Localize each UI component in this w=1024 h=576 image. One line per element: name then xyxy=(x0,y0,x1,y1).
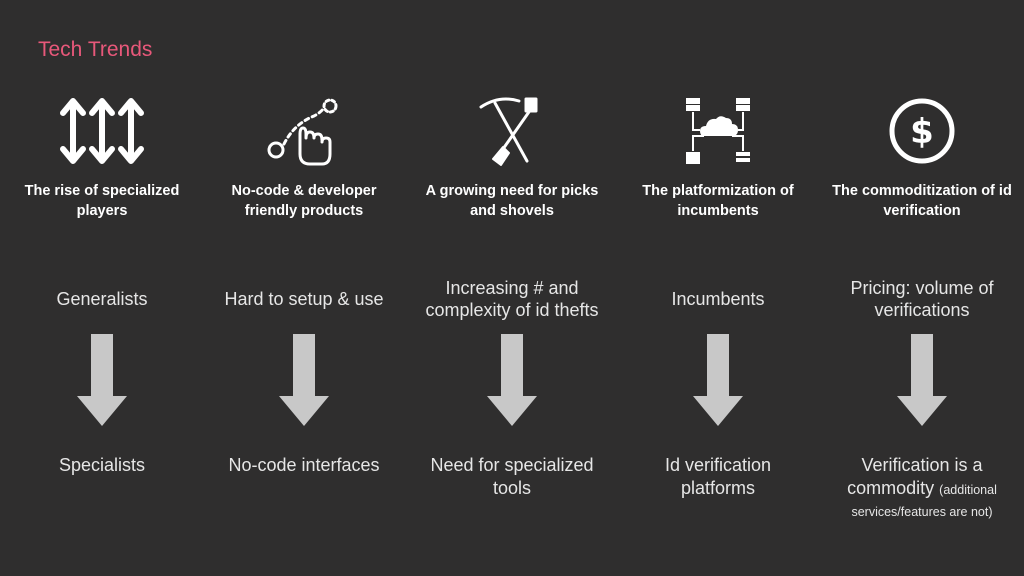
trend-column: No-code & developer friendly products Ha… xyxy=(212,0,396,576)
vertical-arrows-icon xyxy=(58,92,146,170)
down-arrow-icon xyxy=(897,334,947,426)
trend-heading: The commoditization of id verification xyxy=(832,183,1012,219)
down-arrow-icon xyxy=(77,334,127,426)
down-arrow-icon xyxy=(279,334,329,426)
trend-column: The rise of specialized players Generali… xyxy=(10,0,194,576)
trend-from: Increasing # and complexity of id thefts xyxy=(425,277,599,321)
trend-from: Hard to setup & use xyxy=(224,288,384,309)
trend-column: $ The commoditization of id verification… xyxy=(824,0,1020,576)
trend-column: A growing need for picks and shovels Inc… xyxy=(414,0,610,576)
trend-to: Specialists xyxy=(58,455,146,475)
pick-and-shovel-icon xyxy=(468,92,556,170)
trend-from: Incumbents xyxy=(671,288,765,309)
trend-from: Generalists xyxy=(56,288,148,309)
trend-to-note: (additional services/features are not) xyxy=(851,482,997,520)
slide-title: Tech Trends xyxy=(38,38,153,61)
trend-to: No-code interfaces xyxy=(228,455,380,475)
trend-to: Need for specialized tools xyxy=(430,455,594,498)
tap-path-icon xyxy=(260,92,348,170)
down-arrow-icon xyxy=(693,334,743,426)
down-arrow-icon xyxy=(487,334,537,426)
trend-to: Id verification platforms xyxy=(664,455,772,498)
trend-heading: The platformization of incumbents xyxy=(642,183,794,219)
trend-heading: No-code & developer friendly products xyxy=(231,183,377,219)
trend-column: The platformization of incumbents Incumb… xyxy=(626,0,810,576)
trend-to: Verification is a commodity (additional … xyxy=(847,455,997,520)
cloud-network-icon xyxy=(674,92,762,170)
dollar-coin-icon: $ xyxy=(878,92,966,170)
trend-heading: A growing need for picks and shovels xyxy=(425,183,599,219)
svg-text:$: $ xyxy=(910,112,934,152)
trend-heading: The rise of specialized players xyxy=(24,183,180,219)
trend-from: Pricing: volume of verifications xyxy=(850,277,994,321)
